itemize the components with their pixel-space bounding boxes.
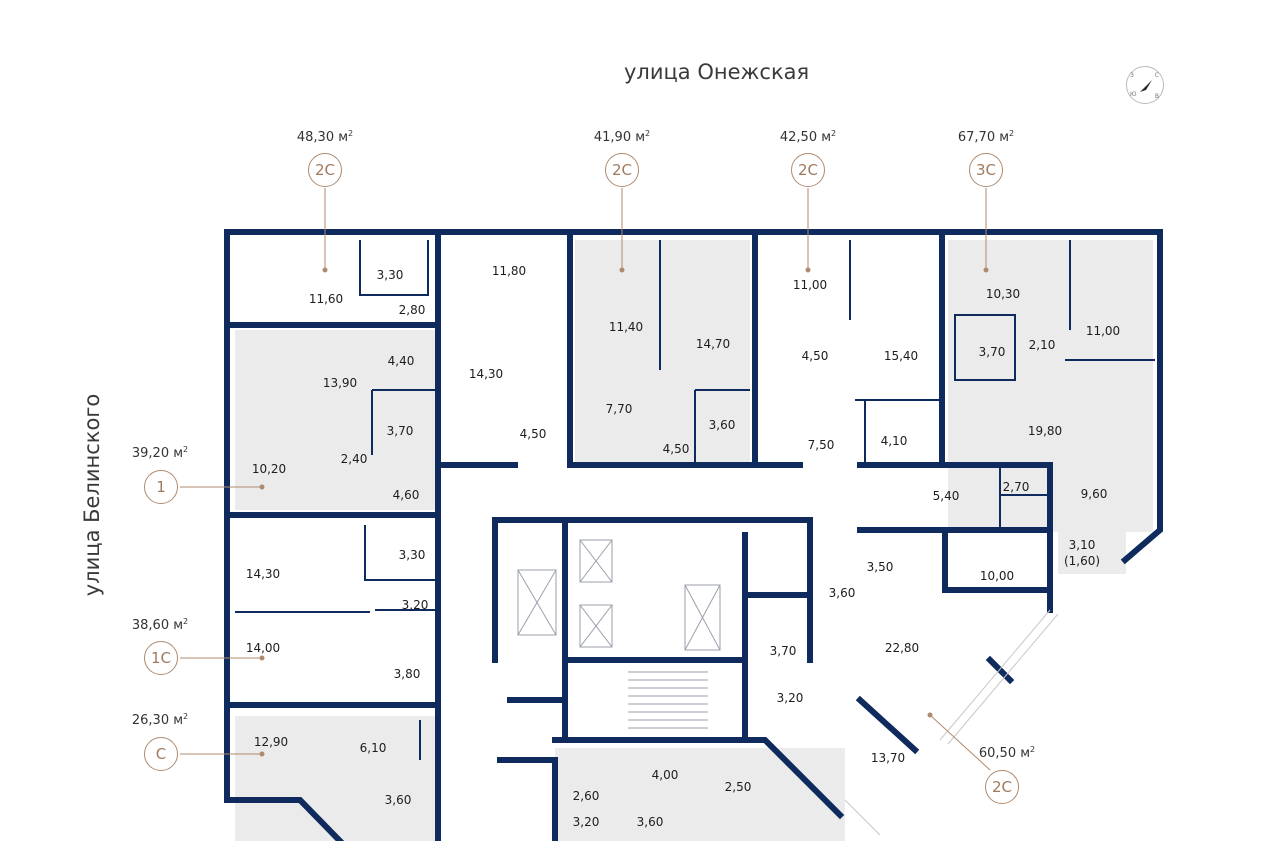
room-label: 3,10 (1068, 538, 1096, 552)
room-label: 3,20 (401, 598, 429, 612)
unit-area: 26,30 м2 (131, 711, 189, 729)
room-label: 3,60 (708, 418, 736, 432)
unit-badge[interactable]: 2С (308, 153, 342, 187)
room-label: (1,60) (1063, 554, 1101, 568)
balcony-lines (844, 609, 1059, 836)
room-label: 4,00 (651, 768, 679, 782)
room-label: 13,70 (870, 751, 906, 765)
compass-n: С (1154, 72, 1159, 79)
street-west: улица Белинского (80, 393, 104, 597)
room-label: 3,30 (376, 268, 404, 282)
room-label: 2,70 (1002, 480, 1030, 494)
room-label: 11,40 (608, 320, 644, 334)
compass-s: Ю (1130, 91, 1137, 98)
unit-area: 41,90 м2 (593, 128, 651, 146)
walls (224, 229, 1163, 841)
room-label: 10,20 (251, 462, 287, 476)
unit-dots (259, 267, 989, 757)
street-north: улица Онежская (624, 60, 810, 84)
stair-elevators (517, 539, 721, 729)
room-label: 12,90 (253, 735, 289, 749)
room-label: 4,40 (387, 354, 415, 368)
room-label: 2,50 (724, 780, 752, 794)
room-label: 3,30 (398, 548, 426, 562)
compass-w: З (1130, 72, 1134, 79)
room-label: 14,00 (245, 641, 281, 655)
unit-badge[interactable]: 1 (144, 470, 178, 504)
room-label: 4,60 (392, 488, 420, 502)
room-label: 6,10 (359, 741, 387, 755)
leader-lines (180, 188, 991, 771)
room-label: 4,50 (801, 349, 829, 363)
room-label: 2,10 (1028, 338, 1056, 352)
room-label: 13,90 (322, 376, 358, 390)
room-fills (235, 240, 1153, 841)
room-label: 3,70 (769, 644, 797, 658)
unit-badge[interactable]: 2С (985, 770, 1019, 804)
room-label: 3,60 (828, 586, 856, 600)
unit-area: 42,50 м2 (779, 128, 837, 146)
room-label: 7,70 (605, 402, 633, 416)
room-label: 11,60 (308, 292, 344, 306)
room-label: 10,00 (979, 569, 1015, 583)
unit-area: 38,60 м2 (131, 616, 189, 634)
room-label: 3,80 (393, 667, 421, 681)
unit-badge[interactable]: С (144, 737, 178, 771)
room-label: 4,50 (662, 442, 690, 456)
unit-area: 48,30 м2 (296, 128, 354, 146)
room-label: 7,50 (807, 438, 835, 452)
room-label: 3,20 (572, 815, 600, 829)
room-label: 2,60 (572, 789, 600, 803)
room-label: 2,80 (398, 303, 426, 317)
room-label: 11,80 (491, 264, 527, 278)
unit-badge[interactable]: 2С (791, 153, 825, 187)
unit-badge[interactable]: 2С (605, 153, 639, 187)
room-label: 22,80 (884, 641, 920, 655)
unit-area: 60,50 м2 (978, 744, 1036, 762)
room-label: 3,70 (978, 345, 1006, 359)
room-label: 4,10 (880, 434, 908, 448)
room-label: 3,20 (776, 691, 804, 705)
room-label: 11,00 (1085, 324, 1121, 338)
room-label: 14,70 (695, 337, 731, 351)
room-label: 5,40 (932, 489, 960, 503)
inner-walls (235, 240, 1155, 760)
unit-badge[interactable]: 3С (969, 153, 1003, 187)
room-label: 15,40 (883, 349, 919, 363)
room-label: 3,70 (386, 424, 414, 438)
compass-e: В (1154, 93, 1159, 100)
room-label: 9,60 (1080, 487, 1108, 501)
unit-area: 39,20 м2 (131, 444, 189, 462)
room-label: 14,30 (245, 567, 281, 581)
room-label: 4,50 (519, 427, 547, 441)
room-label: 11,00 (792, 278, 828, 292)
room-label: 3,50 (866, 560, 894, 574)
room-label: 3,60 (384, 793, 412, 807)
room-label: 14,30 (468, 367, 504, 381)
room-label: 10,30 (985, 287, 1021, 301)
unit-badge[interactable]: 1С (144, 641, 178, 675)
compass-icon: З С Ю В (1126, 66, 1164, 104)
room-label: 3,60 (636, 815, 664, 829)
unit-area: 67,70 м2 (957, 128, 1015, 146)
room-label: 19,80 (1027, 424, 1063, 438)
room-label: 2,40 (340, 452, 368, 466)
